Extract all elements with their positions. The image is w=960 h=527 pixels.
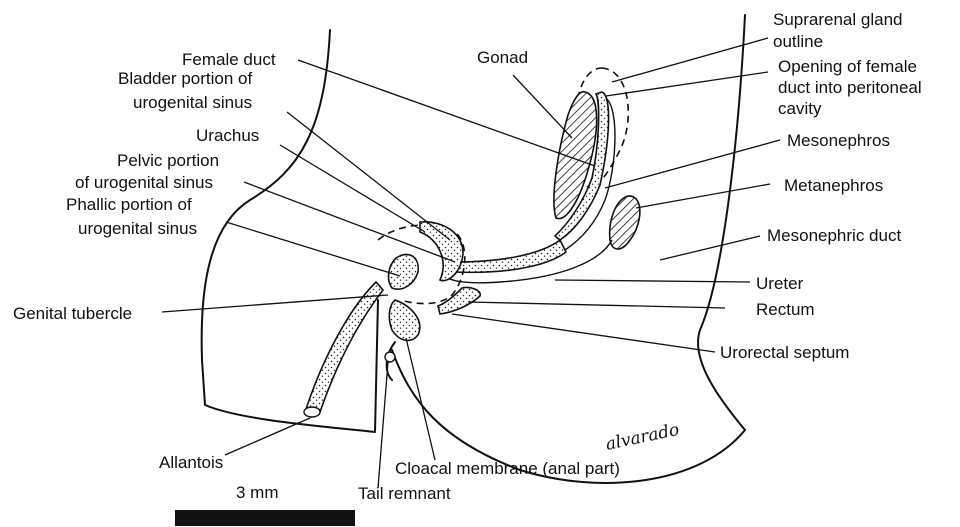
cloacal-region: [389, 300, 419, 340]
label-mesonephros: Mesonephros: [787, 131, 890, 150]
leader-urorectal-septum: [452, 314, 715, 352]
leader-phallic: [226, 222, 400, 276]
tail-knob: [385, 352, 395, 362]
leader-ureter: [555, 280, 750, 282]
leader-female-duct: [298, 60, 595, 166]
metanephros-structure: [610, 196, 640, 249]
leader-urachus: [280, 145, 425, 232]
label-female-duct: Female duct: [182, 50, 276, 69]
scale-bar-label: 3 mm: [236, 483, 279, 502]
label-urorectal-septum: Urorectal septum: [720, 343, 849, 362]
scale-bar-rect: [175, 510, 355, 526]
allantois-end: [304, 407, 320, 417]
label-phallic: Phallic portion of urogenital sinus: [66, 195, 197, 238]
label-urachus: Urachus: [196, 126, 259, 145]
label-gonad: Gonad: [477, 48, 528, 67]
artist-signature: alvarado: [604, 420, 681, 455]
label-genital-tubercle: Genital tubercle: [13, 304, 132, 323]
label-rectum: Rectum: [756, 300, 815, 319]
mesonephric-duct: [452, 240, 566, 272]
leader-opening: [606, 72, 768, 96]
allantois-tube: [305, 282, 383, 412]
label-allantois: Allantois: [159, 453, 223, 472]
pelvic-portion: [389, 254, 419, 289]
label-ureter: Ureter: [756, 274, 804, 293]
leader-allantois: [225, 418, 310, 455]
label-metanephros: Metanephros: [784, 176, 883, 195]
scale-bar: 3 mm: [175, 483, 355, 526]
leader-cloacal-membrane: [406, 338, 435, 460]
leader-gonad: [513, 75, 572, 138]
label-pelvic: Pelvic portion of urogenital sinus: [75, 151, 224, 192]
label-suprarenal: Suprarenal gland outline: [773, 10, 907, 51]
leader-mesonephros: [605, 140, 780, 188]
label-bladder: Bladder portion of urogenital sinus: [118, 69, 257, 112]
leader-rectum: [468, 302, 725, 308]
leader-mesonephric-duct: [660, 236, 760, 260]
leader-tail-remnant: [378, 362, 388, 488]
label-opening: Opening of female duct into peritoneal c…: [778, 57, 926, 118]
label-tail-remnant: Tail remnant: [358, 484, 451, 503]
label-cloacal-membrane: Cloacal membrane (anal part): [395, 459, 620, 478]
label-mesonephric-duct: Mesonephric duct: [767, 226, 901, 245]
embryo-outline: [202, 15, 745, 483]
labels: Suprarenal gland outline Gonad Female du…: [13, 10, 926, 503]
leader-metanephros: [636, 184, 770, 208]
leader-bladder: [287, 112, 450, 240]
